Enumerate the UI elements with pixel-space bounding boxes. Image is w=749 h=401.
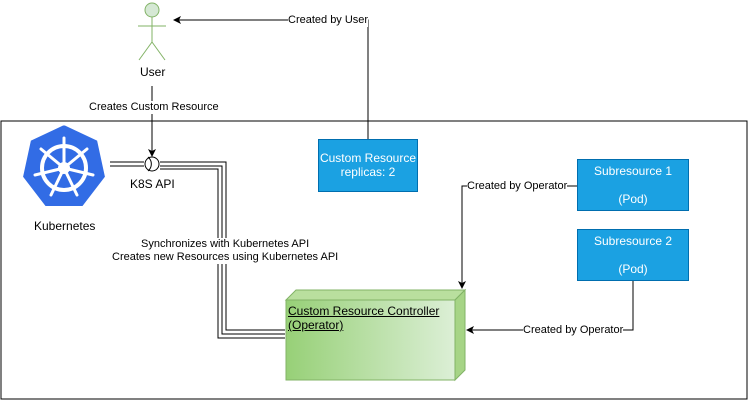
edge-label-created-by-user: Created by User <box>288 14 369 27</box>
kubernetes-label: Kubernetes <box>34 219 96 233</box>
subresource-2-box: Subresource 2 (Pod) <box>577 229 689 281</box>
custom-resource-box: Custom Resource replicas: 2 <box>318 139 418 192</box>
edge-label-created-by-operator-2: Created by Operator <box>523 324 624 337</box>
edge-label-sync-line2: Creates new Resources using Kubernetes A… <box>112 251 339 264</box>
user-label: User <box>140 65 166 79</box>
subresource-2-kind: (Pod) <box>618 262 648 276</box>
controller-subtitle: (Operator) <box>288 318 344 332</box>
subresource-1-title: Subresource 1 <box>593 164 673 178</box>
k8s-api-interface <box>110 156 160 172</box>
k8s-api-label: K8S API <box>130 177 175 191</box>
subresource-2-title: Subresource 2 <box>593 234 673 248</box>
edge-created-by-operator-1 <box>458 185 577 289</box>
kubernetes-logo-icon <box>20 122 108 208</box>
edge-label-creates-custom-resource: Creates Custom Resource <box>89 101 219 114</box>
edge-label-created-by-operator-1: Created by Operator <box>467 180 568 193</box>
subresource-1-kind: (Pod) <box>618 192 648 206</box>
custom-resource-replicas: replicas: 2 <box>340 165 396 179</box>
cluster-boundary <box>0 120 748 400</box>
subresource-1-box: Subresource 1 (Pod) <box>577 159 689 211</box>
controller-box <box>284 288 467 382</box>
controller-title: Custom Resource Controller <box>288 304 440 318</box>
edge-label-sync-line1: Synchronizes with Kubernetes API <box>141 238 310 251</box>
custom-resource-title: Custom Resource <box>319 151 417 165</box>
edge-created-by-operator-2 <box>466 281 634 334</box>
user-actor-icon <box>138 2 166 61</box>
